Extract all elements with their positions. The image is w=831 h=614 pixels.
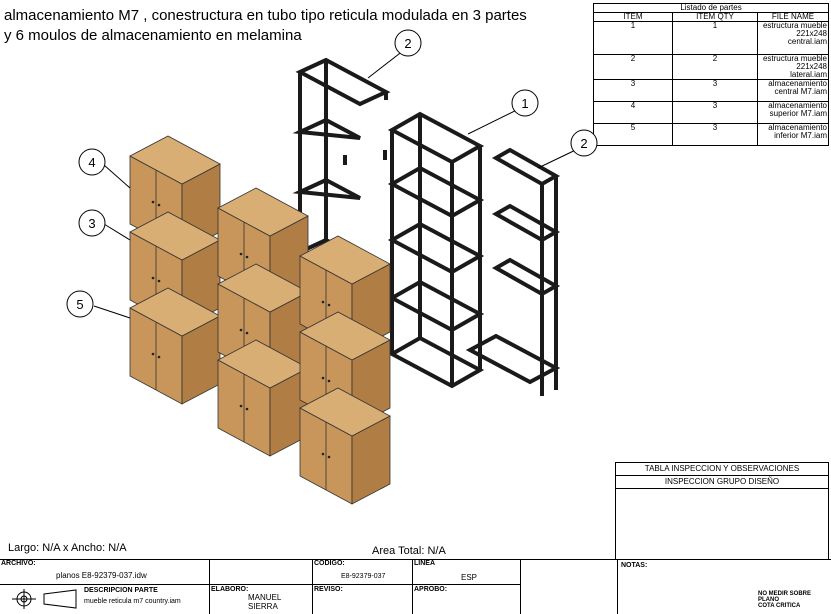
linea-value: ESP (461, 573, 478, 582)
cell-file: estructura mueble 221x248 central.iam (757, 21, 829, 55)
notas-label: NOTAS: (621, 562, 648, 569)
elaboro-label: ELABORO: (211, 586, 249, 593)
balloon-label: 4 (88, 155, 95, 170)
archivo-label: ARCHIVO: (1, 560, 36, 567)
balloon-1: 1 (511, 89, 539, 117)
archivo-value: planos E8-92379-037.idw (56, 571, 147, 580)
cell-file: estructura mueble 221x248 lateral.iam (757, 54, 829, 80)
cabinet-stack-right (299, 235, 391, 505)
balloon-4: 4 (78, 148, 106, 176)
balloon-label: 1 (521, 96, 528, 111)
balloon-label: 5 (76, 297, 83, 312)
codigo-label: CODIGO: (314, 560, 345, 567)
linea-label: LINEA (414, 560, 435, 567)
balloon-3: 3 (78, 209, 106, 237)
reviso-label: REVISO: (314, 586, 343, 593)
balloon-label: 2 (404, 36, 411, 51)
balloon-label: 3 (88, 216, 95, 231)
title-block: ARCHIVO: planos E8-92379-037.idw DESCRIP… (0, 559, 831, 614)
inspection-title: TABLA INSPECCION Y OBSERVACIONES (616, 463, 828, 476)
aprobo-label: APROBO: (414, 586, 448, 593)
note-cota-critica: COTA CRITICA (758, 603, 801, 609)
inspection-table: TABLA INSPECCION Y OBSERVACIONES INSPECC… (615, 462, 829, 560)
balloon-2-right: 2 (570, 129, 598, 157)
inspection-subtitle: INSPECCION GRUPO DISEÑO (616, 476, 828, 489)
cabinet-stack-middle (217, 187, 309, 457)
parts-list-table: Listado de partes ITEM ITEM QTY FILE NAM… (593, 3, 829, 146)
frame-central (390, 112, 482, 388)
descripcion-value: mueble reticula m7 country.iam (84, 598, 181, 605)
drawing-title: almacenamiento M7 , conestructura en tub… (4, 7, 527, 44)
elaboro-value: MANUEL SIERRA (248, 593, 282, 611)
size-label: Largo: N/A x Ancho: N/A (8, 542, 127, 554)
cabinet-stack-left (129, 135, 221, 405)
descripcion-label: DESCRIPCION PARTE (84, 587, 158, 594)
cell-item: 1 (593, 21, 673, 55)
cell-file: almacenamiento inferior M7.iam (757, 123, 829, 146)
codigo-value: E8-92379-037 (341, 573, 386, 580)
area-label: Area Total: N/A (372, 545, 446, 557)
balloon-label: 2 (580, 136, 587, 151)
frame-lateral-right (465, 147, 561, 396)
note-no-medir: NO MEDIR SOBRE PLANO (758, 591, 812, 603)
balloon-5: 5 (66, 290, 94, 318)
projection-symbol-icon (12, 589, 77, 609)
balloon-2-top: 2 (394, 29, 422, 57)
